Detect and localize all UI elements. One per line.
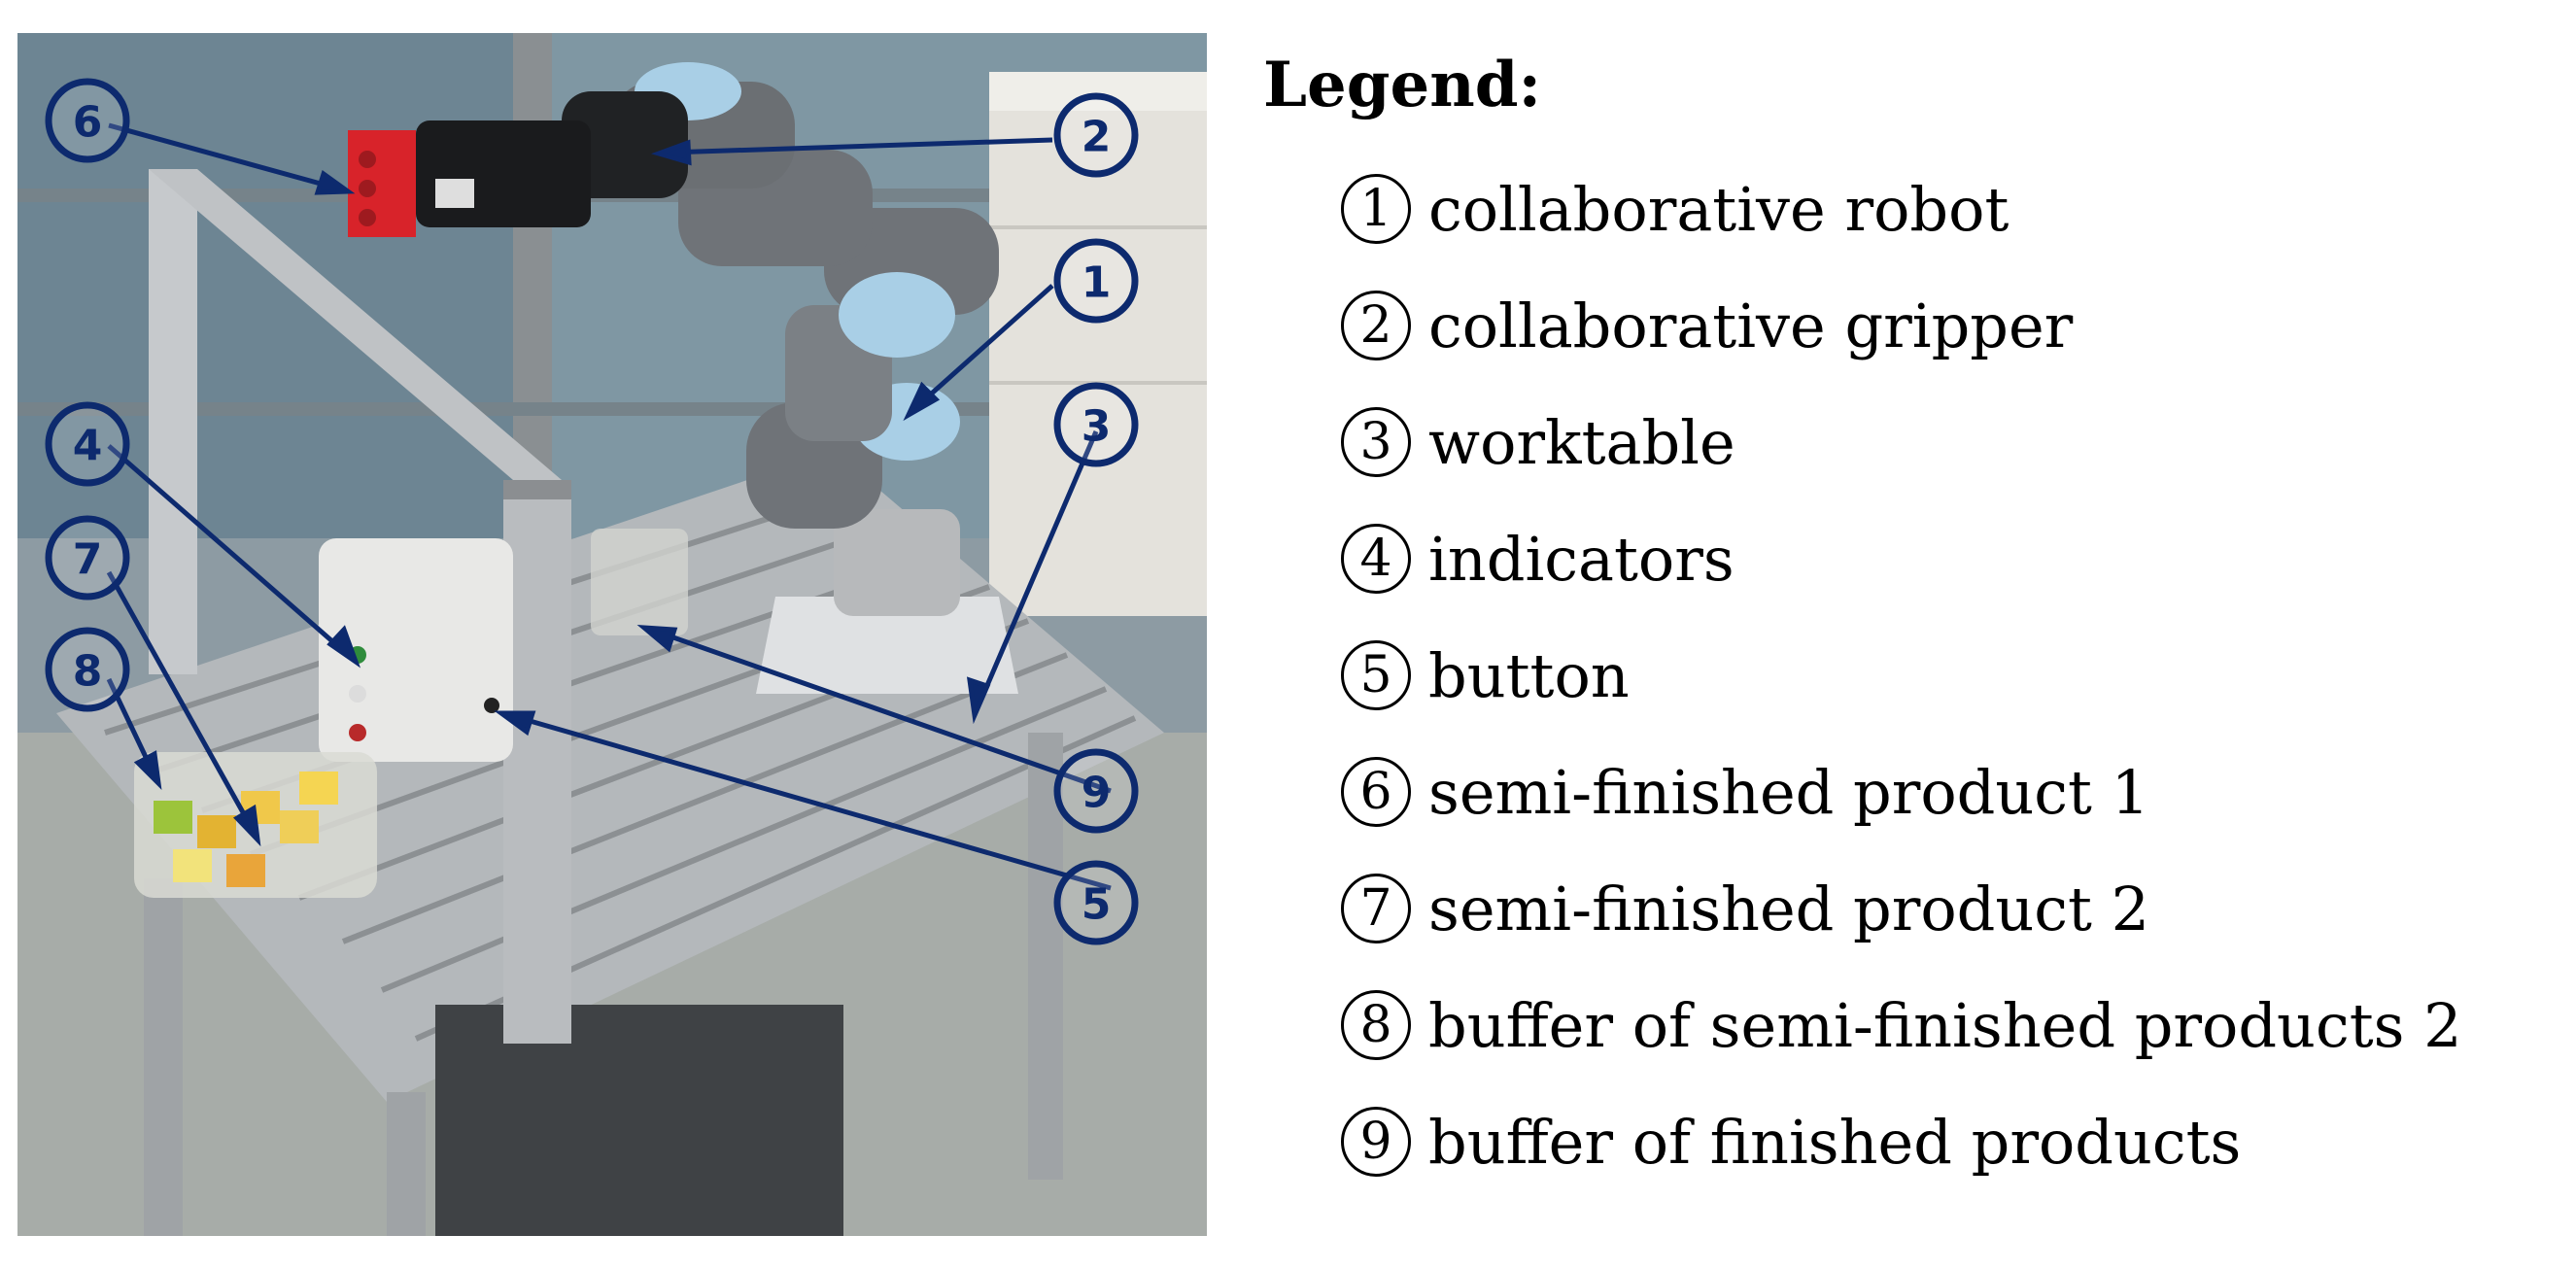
marker-label-6: 6: [73, 98, 103, 148]
legend-label-2: collaborative gripper: [1428, 290, 2074, 361]
legend-item-4: 4 indicators: [1341, 515, 1735, 602]
marker-label-4: 4: [73, 422, 103, 471]
marker-label-5: 5: [1082, 880, 1112, 930]
legend: Legend: 1 collaborative robot 2 collabor…: [1263, 49, 2556, 1244]
legend-number-2: 2: [1341, 291, 1411, 360]
legend-number-7: 7: [1341, 874, 1411, 943]
legend-item-7: 7 semi-finished product 2: [1341, 865, 2149, 952]
legend-label-9: buffer of finished products: [1428, 1106, 2242, 1178]
robot-workcell-photo: 1 2 3 4 5 6 7 8 9: [17, 33, 1207, 1236]
marker-label-1: 1: [1082, 258, 1112, 308]
red-indicator: [349, 724, 366, 741]
marker-6: [45, 78, 130, 163]
legend-item-2: 2 collaborative gripper: [1341, 282, 2073, 369]
legend-number-1: 1: [1341, 174, 1411, 244]
marker-label-9: 9: [1082, 769, 1112, 818]
legend-item-8: 8 buffer of semi-finished products 2: [1341, 981, 2462, 1069]
legend-item-5: 5 button: [1341, 632, 1630, 719]
marker-7: [45, 515, 130, 600]
marker-4: [45, 401, 130, 487]
red-part: [348, 130, 416, 237]
marker-5: [1053, 860, 1139, 945]
legend-label-3: worktable: [1428, 406, 1735, 478]
legend-item-6: 6 semi-finished product 1: [1341, 748, 2149, 836]
legend-number-8: 8: [1341, 990, 1411, 1060]
marker-label-7: 7: [73, 535, 103, 585]
marker-label-2: 2: [1082, 113, 1112, 162]
cabinet: [989, 72, 1207, 616]
marker-8: [45, 627, 130, 712]
legend-number-5: 5: [1341, 640, 1411, 710]
legend-label-6: semi-finished product 1: [1428, 756, 2150, 828]
marker-3: [1053, 382, 1139, 467]
legend-number-6: 6: [1341, 757, 1411, 827]
legend-label-8: buffer of semi-finished products 2: [1428, 989, 2462, 1061]
control-box: [319, 538, 513, 762]
legend-item-3: 3 worktable: [1341, 398, 1735, 486]
legend-number-4: 4: [1341, 524, 1411, 594]
legend-label-5: button: [1428, 639, 1630, 711]
marker-label-8: 8: [73, 647, 103, 697]
legend-item-9: 9 buffer of finished products: [1341, 1098, 2241, 1185]
legend-label-1: collaborative robot: [1428, 173, 2009, 245]
button: [484, 698, 499, 713]
legend-label-7: semi-finished product 2: [1428, 873, 2150, 944]
legend-number-3: 3: [1341, 407, 1411, 477]
marker-9: [1053, 748, 1139, 834]
buffer-finished: [591, 529, 688, 635]
marker-2: [1053, 92, 1139, 178]
legend-label-4: indicators: [1428, 523, 1735, 595]
legend-item-1: 1 collaborative robot: [1341, 165, 2009, 253]
marker-1: [1053, 238, 1139, 324]
legend-number-9: 9: [1341, 1107, 1411, 1177]
aluminum-frame: [149, 169, 197, 674]
robot-base: [756, 597, 1018, 694]
legend-title: Legend:: [1263, 49, 1542, 121]
marker-label-3: 3: [1082, 402, 1112, 452]
gripper: [416, 120, 591, 227]
